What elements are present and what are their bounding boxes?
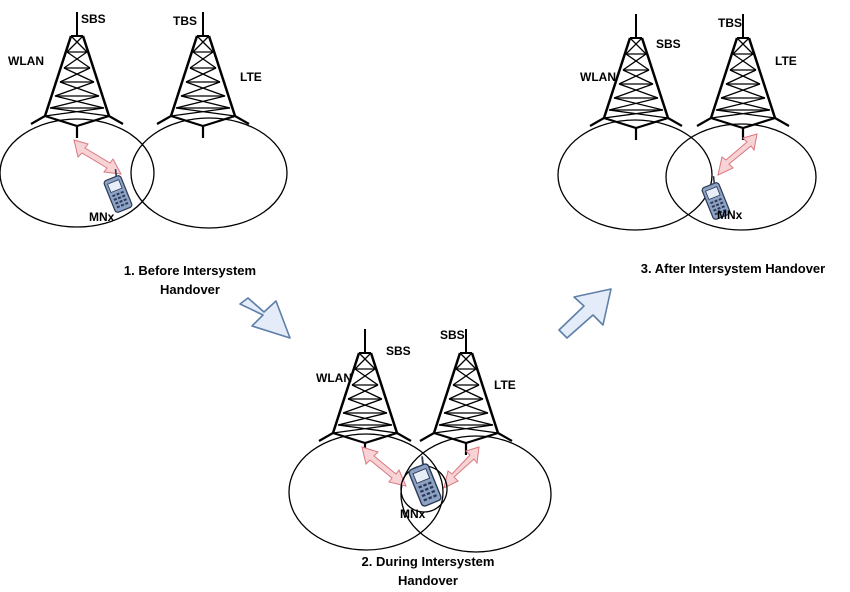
left-network-label: WLAN [8,54,44,68]
left-network-label: WLAN [316,371,352,385]
right-station-label: TBS [718,16,742,30]
wlan-coverage-circle [557,119,713,231]
left-station-label: SBS [386,344,411,358]
caption-line: Handover [398,573,458,588]
caption-after: 3. After Intersystem Handover [628,259,838,278]
caption-line: 3. After Intersystem Handover [640,261,826,276]
caption-before: 1. Before Intersystem Handover [100,261,280,299]
mobile-node-label: MNx [89,210,115,224]
scenario-after [557,12,817,231]
left-station-label: SBS [81,12,106,26]
lte-coverage-circle [665,123,817,231]
right-station-label: SBS [440,328,465,342]
left-network-label: WLAN [580,70,616,84]
mobile-phone-icon [99,167,134,214]
flow-arrow-icon [239,297,291,339]
lte-coverage-circle [130,117,288,229]
caption-during: 2. During Intersystem Handover [338,552,518,590]
tbs-tower-icon [695,12,791,142]
bidirectional-link-arrow [443,446,480,489]
mobile-node-label: MNx [400,507,426,521]
scenario-before [0,10,288,229]
mobile-node-label: MNx [717,208,743,222]
bidirectional-link-arrow [717,133,758,176]
right-network-label: LTE [494,378,516,392]
caption-line: 1. Before Intersystem [123,263,257,278]
scenario-during [288,327,552,553]
bidirectional-link-arrow [361,446,407,487]
mobile-phone-icon [404,454,443,508]
right-network-label: LTE [240,70,262,84]
wlan-coverage-circle [0,118,155,228]
bidirectional-link-arrow [73,139,122,175]
right-network-label: LTE [775,54,797,68]
right-station-label: TBS [173,14,197,28]
left-station-label: SBS [656,37,681,51]
caption-line: Handover [160,282,220,297]
caption-line: 2. During Intersystem [361,554,495,569]
flow-arrow-icon [558,288,612,339]
tbs-tower-icon [155,10,251,140]
wlan-coverage-circle [288,433,444,551]
